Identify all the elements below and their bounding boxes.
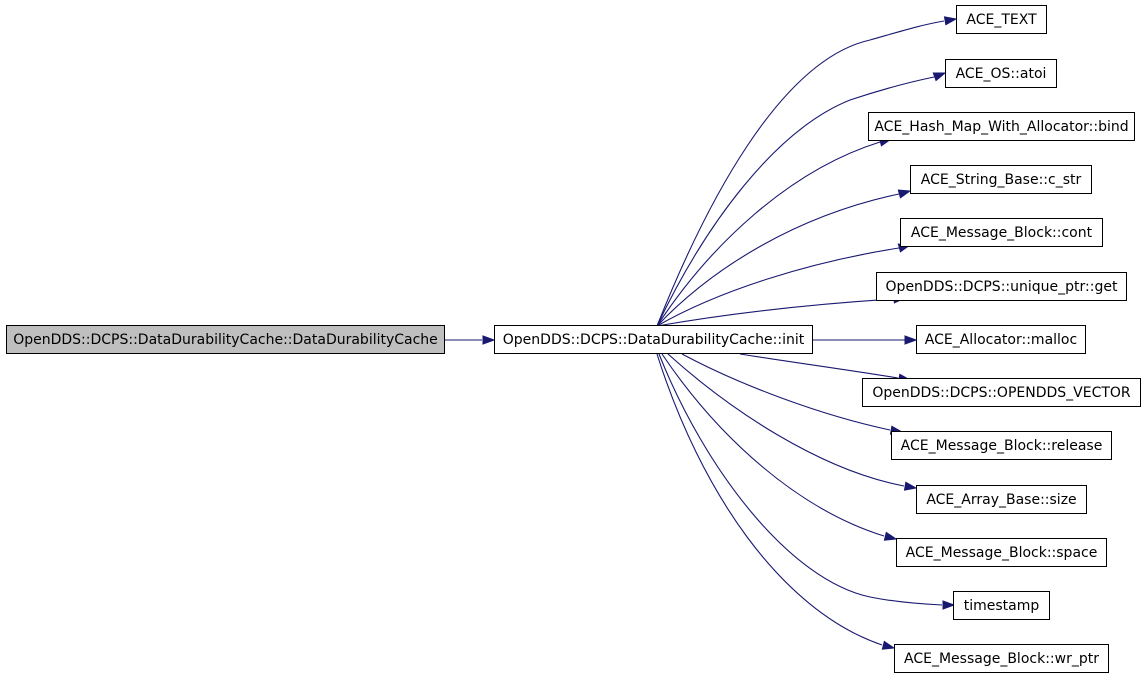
node-box	[494, 325, 813, 354]
edge-to-atoi	[656, 76, 935, 327]
node-data-durability-cache-ctor[interactable]: OpenDDS::DCPS::DataDurabilityCache::Data…	[6, 325, 445, 354]
node-box	[891, 431, 1112, 460]
edge-to-wr-ptr	[656, 353, 883, 646]
node-message-block-cont[interactable]: ACE_Message_Block::cont	[900, 218, 1103, 247]
edge-to-space	[661, 353, 885, 537]
node-box	[876, 272, 1127, 301]
node-label: ACE_String_Base::c_str	[921, 172, 1082, 188]
arrowhead	[943, 16, 958, 26]
node-box	[916, 485, 1087, 514]
node-box	[896, 538, 1107, 567]
edge-to-size	[667, 353, 905, 487]
node-box	[862, 378, 1141, 407]
node-label: ACE_Message_Block::cont	[911, 225, 1093, 241]
node-label: ACE_Message_Block::space	[906, 545, 1098, 561]
edge-to-release	[681, 353, 891, 431]
node-label: ACE_Array_Base::size	[926, 492, 1076, 508]
node-box	[6, 325, 445, 354]
edge-to-bind	[656, 141, 881, 327]
edge-to-ace-text	[656, 20, 945, 327]
edge-to-get	[656, 298, 894, 327]
node-box	[956, 5, 1047, 34]
edge-to-cont	[656, 247, 900, 327]
node-box	[868, 112, 1135, 141]
node-label: OpenDDS::DCPS::DataDurabilityCache::Data…	[13, 332, 438, 348]
arrowhead	[904, 335, 918, 345]
arrowhead	[942, 600, 956, 610]
node-label: ACE_Allocator::malloc	[925, 332, 1077, 348]
edge-to-c-str	[656, 193, 900, 327]
node-ace-text[interactable]: ACE_TEXT	[956, 5, 1047, 34]
arrowhead	[482, 335, 496, 345]
node-label: timestamp	[964, 598, 1040, 614]
node-unique-ptr-get[interactable]: OpenDDS::DCPS::unique_ptr::get	[876, 272, 1127, 301]
node-box	[953, 591, 1050, 620]
edge-to-vector	[739, 353, 899, 379]
node-array-base-size[interactable]: ACE_Array_Base::size	[916, 485, 1087, 514]
node-box	[900, 218, 1103, 247]
node-label: OpenDDS::DCPS::OPENDDS_VECTOR	[872, 385, 1131, 401]
node-init[interactable]: OpenDDS::DCPS::DataDurabilityCache::init	[494, 325, 813, 354]
node-label: ACE_Hash_Map_With_Allocator::bind	[874, 119, 1128, 135]
node-string-base-c-str[interactable]: ACE_String_Base::c_str	[910, 165, 1092, 194]
node-timestamp[interactable]: timestamp	[953, 591, 1050, 620]
node-hash-map-bind[interactable]: ACE_Hash_Map_With_Allocator::bind	[868, 112, 1135, 141]
node-box	[916, 325, 1086, 354]
node-box	[910, 165, 1092, 194]
node-ace-os-atoi[interactable]: ACE_OS::atoi	[945, 59, 1057, 88]
node-label: OpenDDS::DCPS::DataDurabilityCache::init	[503, 332, 805, 348]
node-message-block-space[interactable]: ACE_Message_Block::space	[896, 538, 1107, 567]
node-label: ACE_OS::atoi	[956, 66, 1047, 82]
node-label: ACE_Message_Block::release	[901, 438, 1103, 454]
edge-to-timestamp	[658, 353, 943, 606]
arrowhead	[883, 531, 898, 541]
arrowhead	[881, 640, 896, 650]
node-box	[945, 59, 1057, 88]
node-opendds-vector[interactable]: OpenDDS::DCPS::OPENDDS_VECTOR	[862, 378, 1141, 407]
node-label: OpenDDS::DCPS::unique_ptr::get	[886, 279, 1118, 295]
node-label: ACE_TEXT	[966, 12, 1037, 28]
node-allocator-malloc[interactable]: ACE_Allocator::malloc	[916, 325, 1086, 354]
arrowhead	[897, 189, 912, 199]
node-message-block-release[interactable]: ACE_Message_Block::release	[891, 431, 1112, 460]
arrowhead	[903, 481, 918, 491]
node-box	[894, 644, 1109, 673]
arrowhead	[932, 72, 947, 82]
node-message-block-wr-ptr[interactable]: ACE_Message_Block::wr_ptr	[894, 644, 1109, 673]
node-label: ACE_Message_Block::wr_ptr	[904, 651, 1099, 667]
